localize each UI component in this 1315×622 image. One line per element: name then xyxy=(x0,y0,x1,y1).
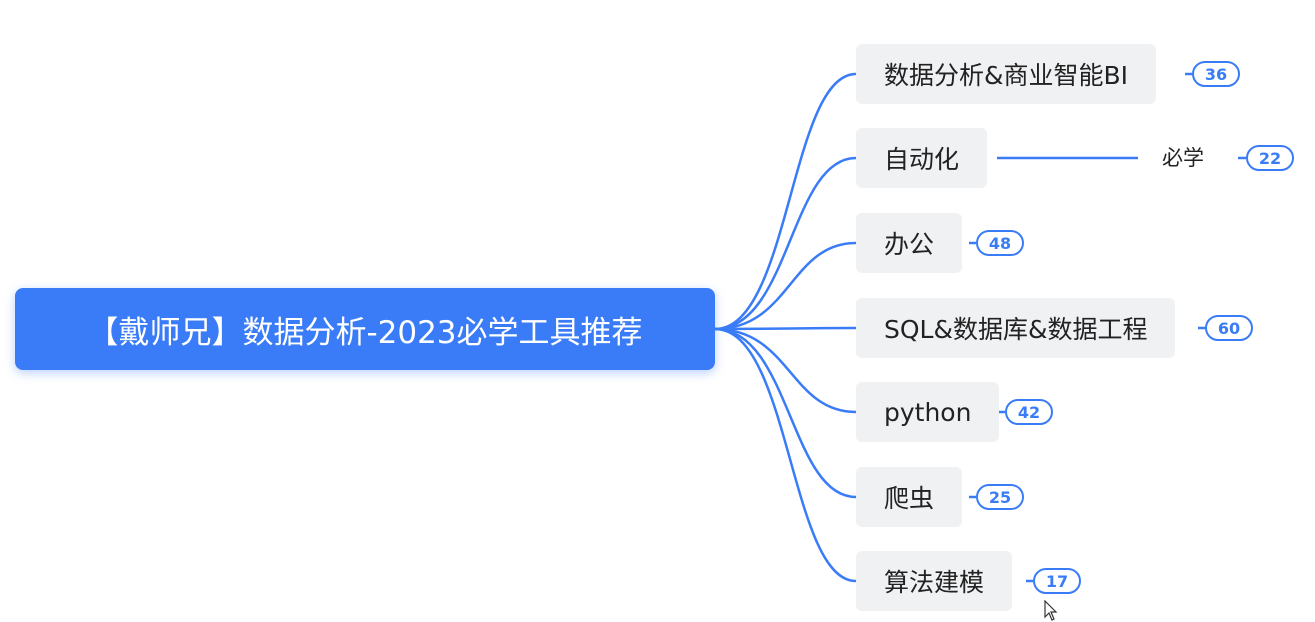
branch-topic-label: 数据分析&商业智能BI xyxy=(884,61,1129,90)
link-branch-6 xyxy=(714,327,857,499)
collapse-count-badge[interactable]: 60 xyxy=(1205,315,1253,341)
branch-topic-automation[interactable]: 自动化 xyxy=(856,128,988,188)
collapse-count-badge[interactable]: 48 xyxy=(976,230,1024,256)
link-branch-2 xyxy=(714,156,857,331)
branch-topic-label: SQL&数据库&数据工程 xyxy=(884,315,1148,344)
link-branch-3 xyxy=(714,241,857,331)
branch-topic-sql[interactable]: SQL&数据库&数据工程 xyxy=(856,298,1176,358)
link-branch-7 xyxy=(714,327,857,583)
branch-topic-label: 办公 xyxy=(884,230,935,259)
collapse-count-badge[interactable]: 42 xyxy=(1005,399,1053,425)
link-branch-5 xyxy=(714,327,857,414)
branch-topic-crawler[interactable]: 爬虫 xyxy=(856,467,963,527)
branch-topic-label: python xyxy=(884,397,972,427)
link-branch-4 xyxy=(714,326,857,331)
mouse-cursor-icon xyxy=(1044,600,1058,621)
collapse-count-badge[interactable]: 36 xyxy=(1192,61,1240,87)
branch-topic-bi[interactable]: 数据分析&商业智能BI xyxy=(856,44,1157,104)
root-topic-label: 【戴师兄】数据分析-2023必学工具推荐 xyxy=(87,314,643,351)
branch-topic-label: 算法建模 xyxy=(884,568,985,597)
branch-topic-python[interactable]: python xyxy=(856,382,1000,442)
branch-topic-algorithm[interactable]: 算法建模 xyxy=(856,551,1013,611)
link-branch-1 xyxy=(714,72,857,331)
collapse-count-badge[interactable]: 17 xyxy=(1033,568,1081,594)
collapse-count-badge[interactable]: 22 xyxy=(1246,145,1294,171)
collapse-count-badge[interactable]: 25 xyxy=(976,484,1024,510)
branch-topic-office[interactable]: 办公 xyxy=(856,213,963,273)
subtopic-must-learn[interactable]: 必学 xyxy=(1162,146,1204,170)
root-topic[interactable]: 【戴师兄】数据分析-2023必学工具推荐 xyxy=(15,288,715,370)
branch-topic-label: 自动化 xyxy=(884,145,960,174)
branch-topic-label: 爬虫 xyxy=(884,484,935,513)
